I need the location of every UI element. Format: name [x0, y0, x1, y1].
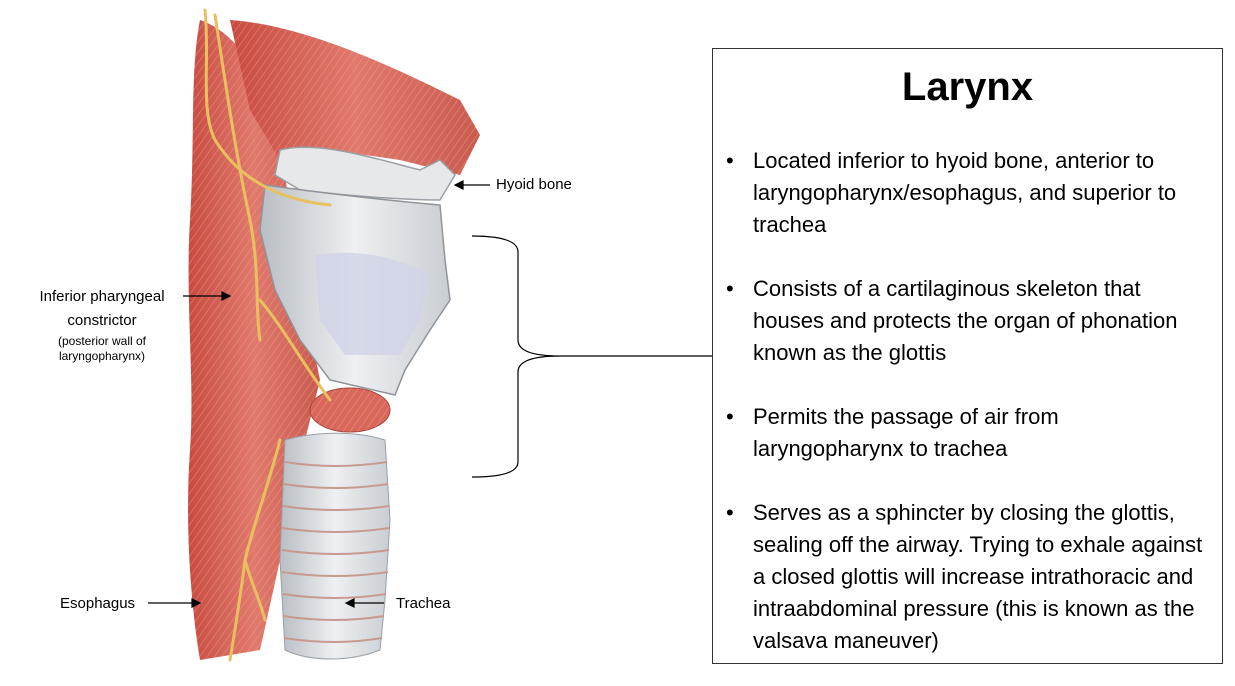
upper-muscle-fibers — [230, 20, 480, 175]
bullet-text: Permits the passage of air from laryngop… — [753, 404, 1059, 461]
bullet-dot-icon: • — [726, 276, 734, 301]
bullet-item: • Consists of a cartilaginous skeleton th… — [723, 273, 1213, 369]
bullet-item: • Permits the passage of air from laryngo… — [723, 401, 1213, 465]
larynx-info-panel: Larynx • Located inferior to hyoid bone, … — [712, 48, 1223, 664]
bullet-item: • Located inferior to hyoid bone, anterio… — [723, 145, 1213, 241]
panel-bullet-list: • Located inferior to hyoid bone, anterio… — [723, 145, 1213, 657]
trachea-shape — [279, 432, 391, 660]
bullet-dot-icon: • — [726, 404, 734, 429]
panel-title: Larynx — [901, 65, 1034, 109]
constrictor-label-line1: Inferior pharyngeal — [39, 288, 165, 305]
pointer-lines — [148, 180, 490, 608]
constrictor-label-line2: constrictor — [67, 312, 137, 329]
bullet-text: Located inferior to hyoid bone, anterior… — [753, 148, 1177, 237]
nerves — [203, 8, 332, 662]
thyroid-lamina-shade — [315, 252, 430, 355]
constrictor-note-line2: laryngopharynx) — [58, 349, 146, 363]
bullet-item: • Serves as a sphincter by closing the gl… — [723, 497, 1213, 657]
bullet-dot-icon: • — [726, 148, 734, 173]
inferior-pharyngeal-constrictor-label: Inferior pharyngeal constrictor (posteri… — [18, 288, 186, 364]
larynx-bracket — [471, 235, 561, 478]
trachea-label: Trachea — [396, 595, 451, 612]
bullet-text: Serves as a sphincter by closing the glo… — [753, 500, 1203, 653]
constrictor-note-line1: (posterior wall of — [57, 334, 147, 348]
esophagus-label: Esophagus — [60, 595, 136, 612]
hyoid-bone-label: Hyoid bone — [496, 176, 572, 193]
tracheal-rings — [281, 461, 390, 643]
bullet-dot-icon: • — [726, 500, 734, 525]
bullet-text: Consists of a cartilaginous skeleton tha… — [753, 276, 1178, 365]
